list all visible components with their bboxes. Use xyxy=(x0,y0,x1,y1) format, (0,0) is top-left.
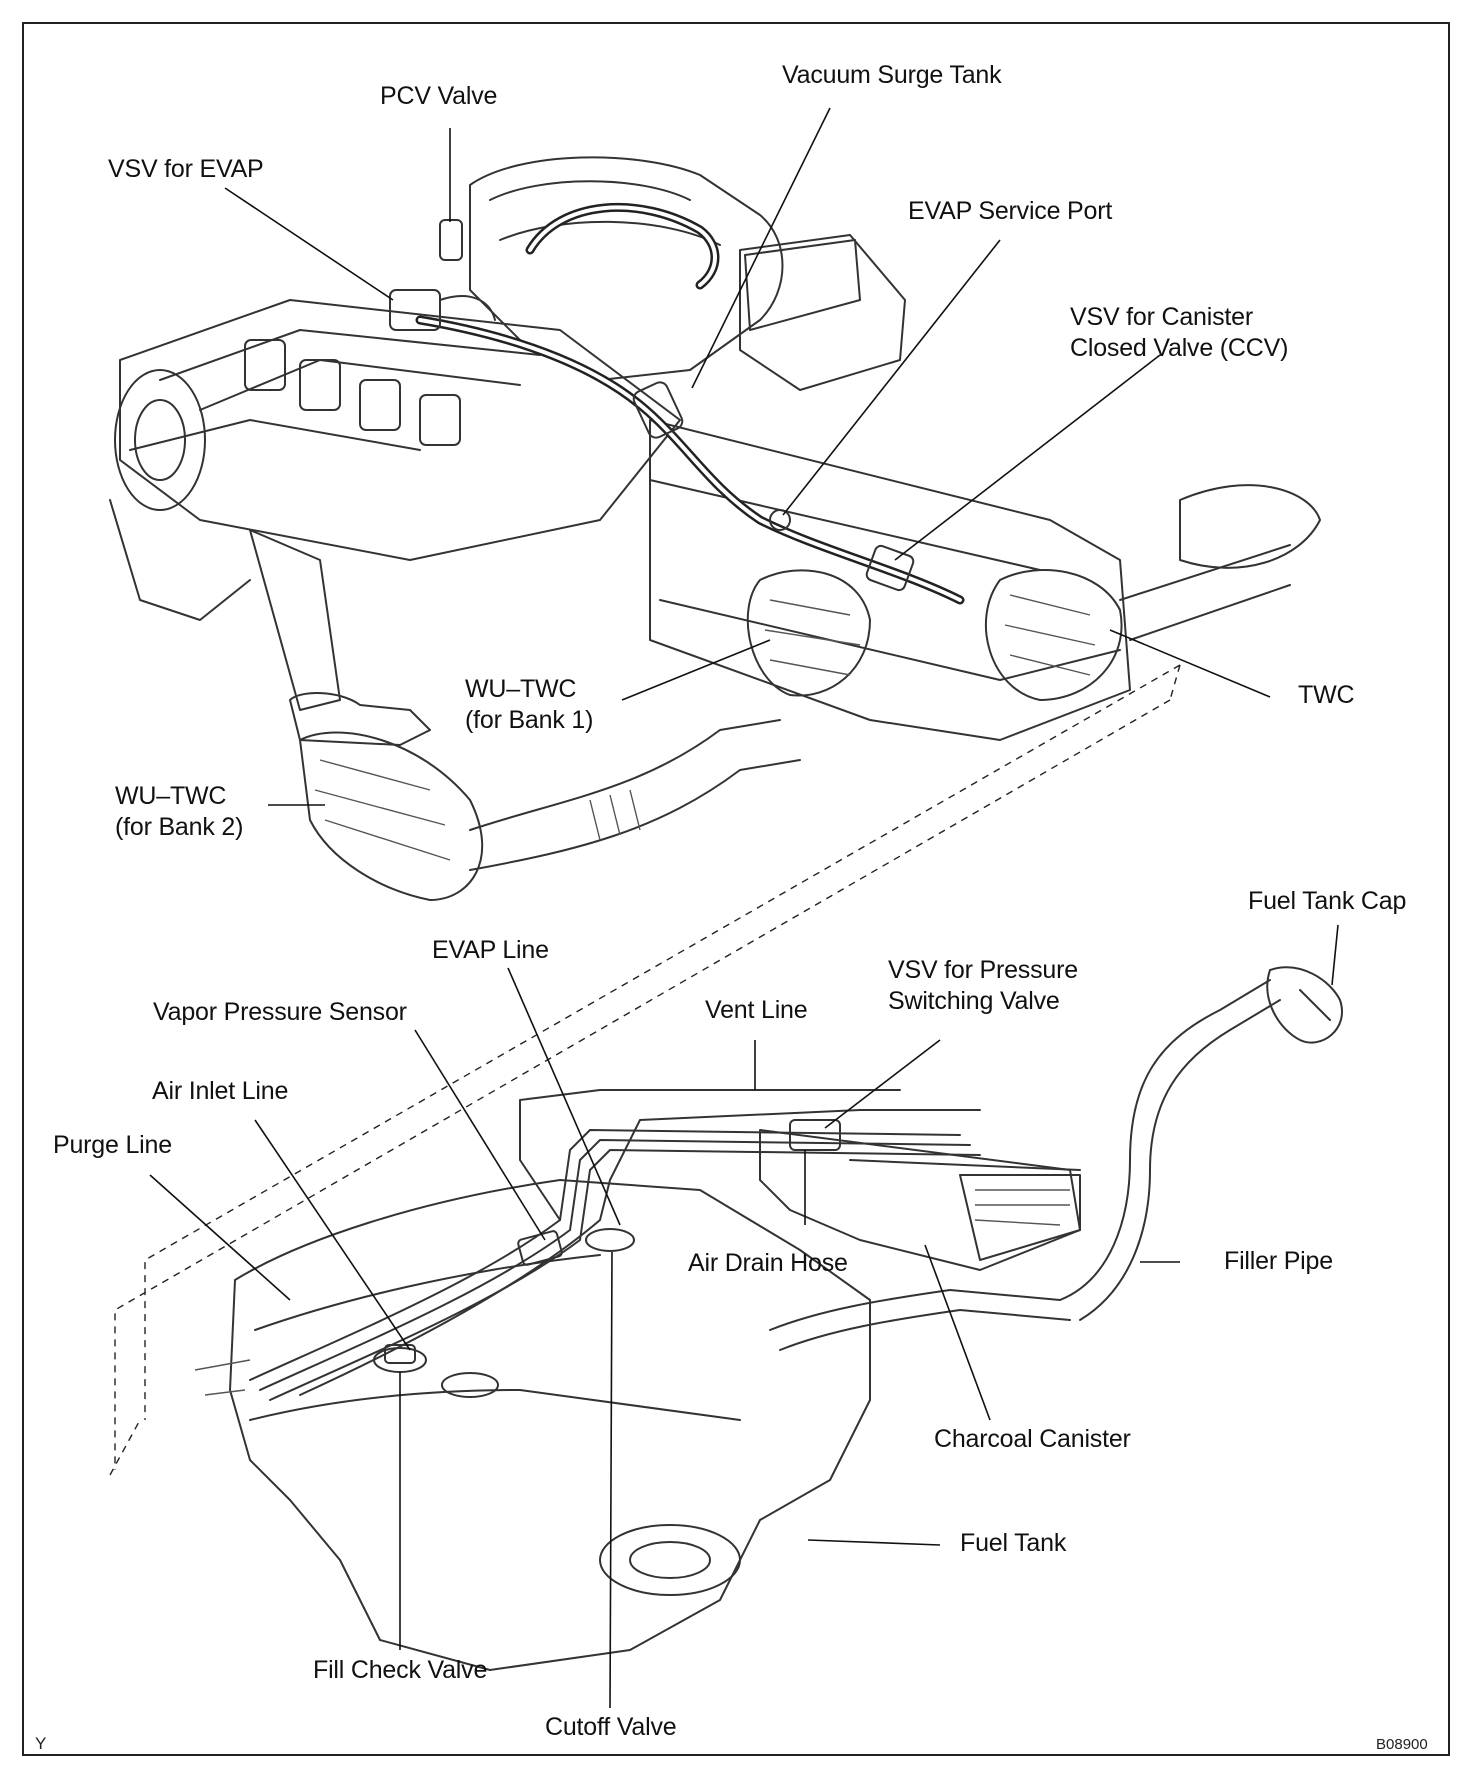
label-vapor-pressure-sensor: Vapor Pressure Sensor xyxy=(153,998,407,1026)
label-evap-line: EVAP Line xyxy=(432,936,549,964)
label-fill-check-valve: Fill Check Valve xyxy=(313,1656,488,1684)
label-pcv-valve: PCV Valve xyxy=(380,82,498,110)
fuel-tank-assembly xyxy=(194,966,1343,1671)
label-twc: TWC xyxy=(1298,681,1355,709)
label-charcoal-canister: Charcoal Canister xyxy=(934,1425,1131,1453)
label-wu-twc-bank2: WU–TWC(for Bank 2) xyxy=(115,782,244,841)
label-cutoff-valve: Cutoff Valve xyxy=(545,1713,677,1741)
label-vent-line: Vent Line xyxy=(705,996,808,1024)
label-filler-pipe: Filler Pipe xyxy=(1224,1247,1333,1275)
label-vsv-for-evap: VSV for EVAP xyxy=(108,155,264,183)
leader-lines xyxy=(149,107,1339,1709)
label-fuel-tank: Fuel Tank xyxy=(960,1529,1067,1557)
figure-code: B08900 xyxy=(1376,1736,1428,1753)
label-air-drain-hose: Air Drain Hose xyxy=(688,1249,848,1277)
label-fuel-tank-cap: Fuel Tank Cap xyxy=(1248,887,1407,915)
label-vacuum-surge-tank: Vacuum Surge Tank xyxy=(782,61,1002,89)
label-air-inlet-line: Air Inlet Line xyxy=(152,1077,289,1105)
label-evap-service-port: EVAP Service Port xyxy=(908,197,1113,225)
engine-assembly xyxy=(109,156,1321,901)
connection-dashed-outline xyxy=(109,664,1181,1476)
corner-mark-y: Y xyxy=(35,1734,47,1753)
label-wu-twc-bank1: WU–TWC(for Bank 1) xyxy=(465,675,594,734)
label-purge-line: Purge Line xyxy=(53,1131,172,1159)
